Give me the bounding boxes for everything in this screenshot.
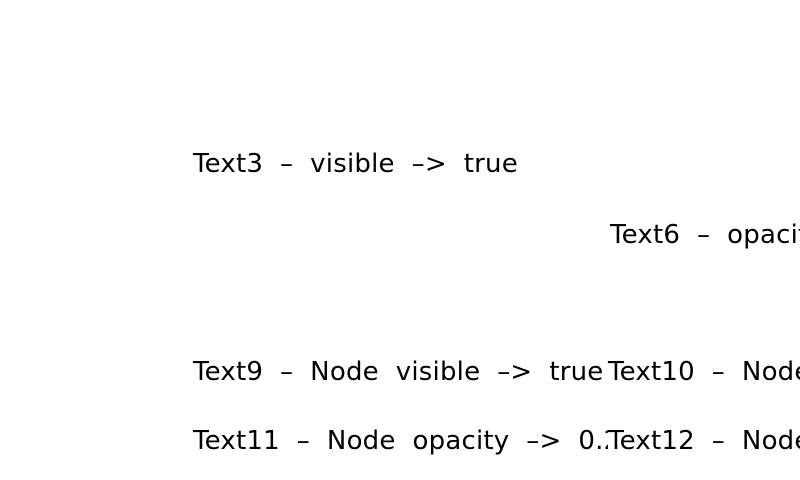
text-label-text3: Text3 – visible –> true [193,146,518,183]
text-label-text9: Text9 – Node visible –> true [193,354,604,391]
text-label-text6: Text6 – opacity –> 0.5 [610,217,800,254]
text-label-text11: Text11 – Node opacity –> 0.25 [193,423,638,460]
text-label-text10: Text10 – Node visible –> false [608,354,800,391]
text-label-text12: Text12 – Node opacity –> 0.75 [608,423,800,460]
